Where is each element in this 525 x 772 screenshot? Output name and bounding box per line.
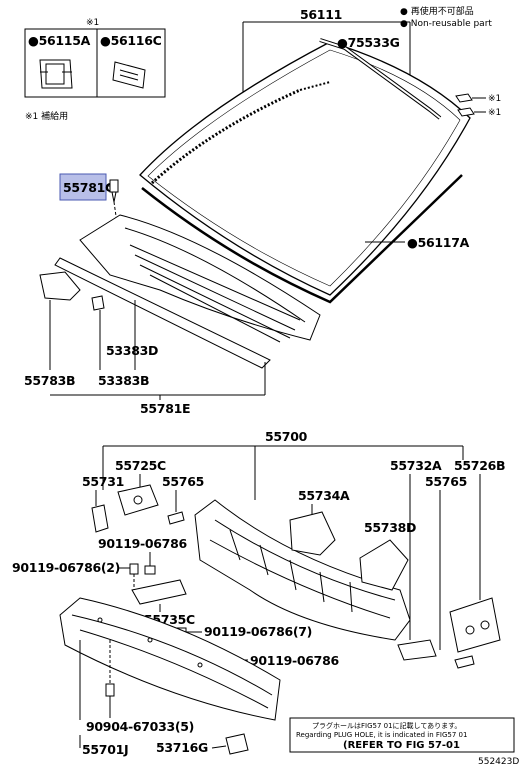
clip-55781G-shape — [109, 179, 119, 203]
bracket-53716G-shape — [225, 733, 249, 755]
label-90119b: 90119-06786(2) — [12, 560, 120, 575]
note-line-1: プラグホールはFIG57 01に記載してあります。 — [312, 721, 461, 730]
clip-56115A-shape — [39, 59, 73, 89]
supply-note: ※1 補給用 — [25, 110, 68, 122]
clip-star-upper — [455, 93, 473, 103]
label-75533G: ●75533G — [337, 35, 400, 50]
supply-star-label: ※1 — [86, 18, 99, 28]
label-55781E: 55781E — [140, 401, 190, 416]
label-55700: 55700 — [265, 429, 308, 444]
note-line-2: Regarding PLUG HOLE, it is indicated in … — [296, 731, 467, 739]
bracket-55732A-shape — [397, 639, 437, 661]
clip-55765-shape — [167, 511, 185, 525]
label-56111: 56111 — [300, 7, 342, 22]
bolt-90119-upper — [144, 565, 156, 575]
note-line-3: (REFER TO FIG 57-01 — [343, 740, 460, 751]
label-55783B: 55783B — [24, 373, 75, 388]
clip-55765b-shape — [454, 655, 475, 669]
cover-55701J — [59, 597, 281, 721]
insulator-55734A-shape — [289, 511, 336, 556]
star-label-2: ※1 — [488, 108, 501, 118]
clip-53383D-shape — [91, 295, 105, 311]
label-55781G[interactable]: 55781G — [63, 180, 115, 195]
supply-parts-box: ※1 ●56115A ●56116C ※1 補給用 — [24, 18, 166, 122]
label-56117A: ●56117A — [407, 235, 470, 250]
cowl-panel-55700 — [194, 499, 411, 641]
label-55725C: 55725C — [115, 458, 166, 473]
highlight-55781G — [59, 173, 107, 201]
reference-note-box: プラグホールはFIG57 01に記載してあります。 Regarding PLUG… — [289, 717, 515, 753]
diagram-id: 552423D — [478, 757, 519, 767]
label-90119c: 90119-06786(7) — [204, 624, 312, 639]
label-55731: 55731 — [82, 474, 124, 489]
label-55701J: 55701J — [82, 742, 128, 757]
bracket-55725C-shape — [117, 484, 159, 516]
label-55734A: 55734A — [298, 488, 350, 503]
legend-nonreusable-en: ● Non-reusable part — [400, 19, 492, 29]
label-55765b: 55765 — [425, 474, 467, 489]
windshield-glass — [139, 41, 471, 296]
bracket-55726B-shape — [449, 597, 501, 653]
bracket-55731-shape — [91, 504, 109, 533]
seal-56117A-shape — [141, 174, 463, 304]
cowl-louver-55781E — [54, 214, 321, 369]
label-56116C: ●56116C — [100, 33, 162, 48]
label-90119a: 90119-06786 — [98, 536, 187, 551]
molding-75533G-shape — [319, 38, 442, 120]
side-piece-55783B — [39, 271, 81, 301]
label-53383B: 53383B — [98, 373, 149, 388]
legend-nonreusable-jp: ● 再使用不可部品 — [400, 5, 474, 17]
label-90119d: 90119-06786 — [250, 653, 339, 668]
bracket-55735C-shape — [131, 579, 187, 605]
label-53716G: 53716G — [156, 740, 208, 755]
clip-56116C-shape — [112, 61, 146, 89]
insulator-55738D-shape — [359, 539, 409, 591]
clip-90904-shape — [105, 683, 115, 697]
label-56115A: ●56115A — [28, 33, 91, 48]
clip-star-lower — [457, 107, 475, 117]
label-90904: 90904-67033(5) — [86, 719, 194, 734]
label-55765a: 55765 — [162, 474, 204, 489]
label-55738D: 55738D — [364, 520, 416, 535]
label-53383D: 53383D — [106, 343, 158, 358]
label-55726B: 55726B — [454, 458, 505, 473]
star-label-1: ※1 — [488, 94, 501, 104]
label-55732A: 55732A — [390, 458, 442, 473]
bolt-90119-2 — [129, 563, 139, 575]
